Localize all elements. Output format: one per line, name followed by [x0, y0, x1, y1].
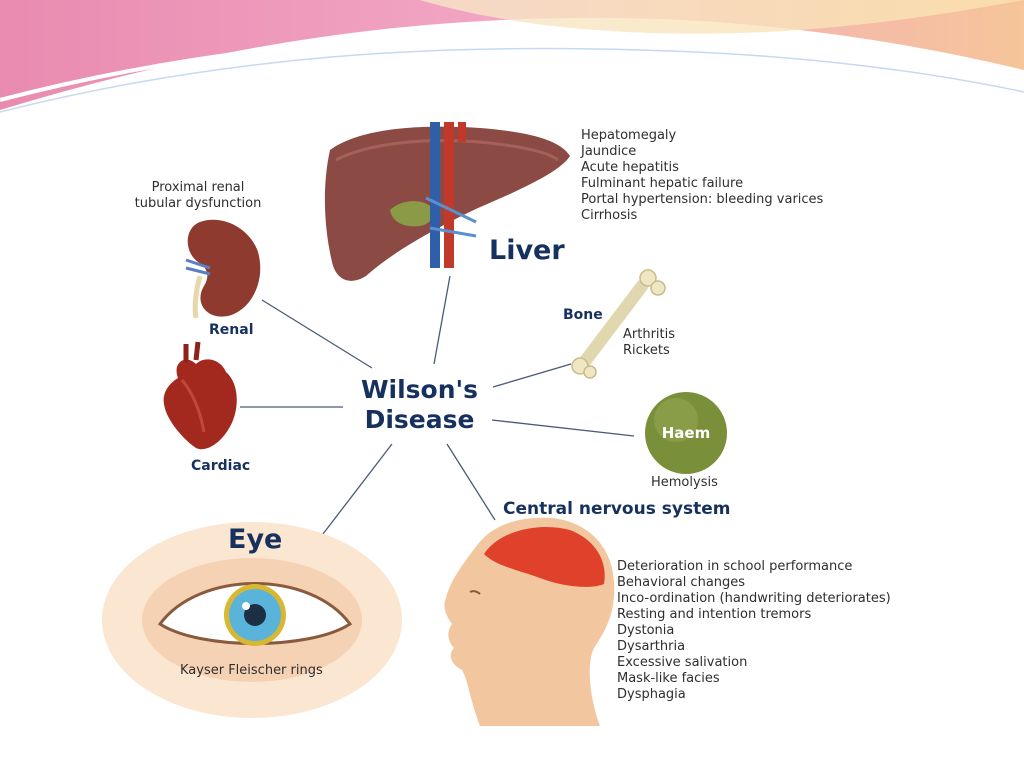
cns-symptom: Dysphagia [617, 687, 686, 702]
liver-symptom-list: Hepatomegaly Jaundice Acute hepatitis Fu… [581, 128, 823, 224]
cns-symptom: Deterioration in school performance [617, 559, 853, 574]
renal-description: Proximal renal tubular dysfunction [128, 180, 268, 212]
liver-symptom: Portal hypertension: bleeding varices [581, 192, 824, 207]
kidney-illustration [185, 219, 261, 319]
connector-liver [433, 275, 451, 365]
bone-illustration [571, 269, 666, 379]
liver-symptom: Cirrhosis [581, 208, 638, 223]
haem-circle-illustration [645, 392, 727, 474]
bone-title: Bone [563, 307, 603, 323]
cns-symptom: Behavioral changes [617, 575, 746, 590]
liver-illustration [324, 122, 570, 281]
cns-symptom-list: Deterioration in school performance Beha… [617, 559, 891, 703]
connector-bone [492, 363, 572, 388]
eye-illustration [102, 522, 402, 718]
bone-symptom-list: Arthritis Rickets [623, 327, 675, 359]
decorative-wave-banner [0, 0, 1024, 113]
cns-symptom: Excessive salivation [617, 655, 748, 670]
center-line-2: Disease [364, 405, 475, 434]
cns-symptom: Dystonia [617, 623, 675, 638]
connector-renal [261, 299, 373, 369]
connector-cns [446, 443, 496, 521]
cns-symptom: Dysarthria [617, 639, 686, 654]
bone-symptom: Arthritis [623, 327, 676, 342]
connector-haem [491, 419, 635, 437]
renal-title: Renal [209, 322, 254, 338]
cardiac-title: Cardiac [191, 458, 251, 474]
cns-title: Central nervous system [503, 499, 731, 519]
liver-symptom: Hepatomegaly [581, 128, 677, 143]
heart-illustration [163, 341, 237, 450]
eye-title: Eye [228, 524, 283, 555]
renal-desc-line-1: Proximal renal [151, 180, 245, 195]
liver-symptom: Fulminant hepatic failure [581, 176, 744, 191]
liver-symptom: Acute hepatitis [581, 160, 679, 175]
eye-caption: Kayser Fleischer rings [180, 663, 323, 678]
renal-desc-line-2: tubular dysfunction [134, 196, 262, 211]
haem-caption: Hemolysis [651, 475, 718, 490]
center-line-1: Wilson's [360, 375, 479, 404]
wilsons-disease-title: Wilson's Disease [352, 375, 487, 435]
liver-title: Liver [489, 235, 565, 266]
bone-symptom: Rickets [623, 343, 670, 358]
cns-symptom: Mask-like facies [617, 671, 720, 686]
cns-symptom: Inco-ordination (handwriting deteriorate… [617, 591, 891, 606]
haem-title: Haem [661, 424, 711, 442]
liver-symptom: Jaundice [581, 144, 637, 159]
cns-symptom: Resting and intention tremors [617, 607, 812, 622]
head-illustration [444, 517, 615, 726]
